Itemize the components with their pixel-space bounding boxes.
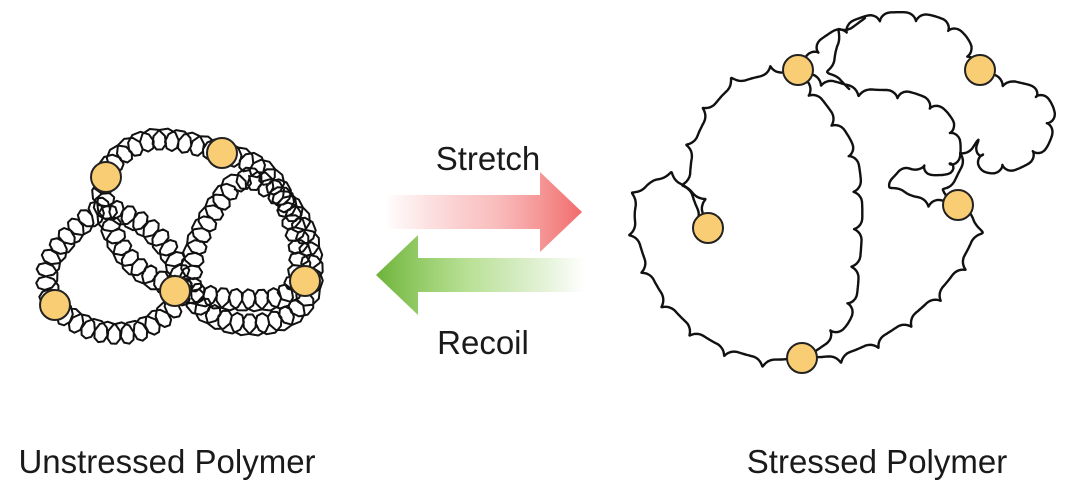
stressed-caption: Stressed Polymer: [747, 443, 1007, 480]
recoil-arrow: [376, 235, 585, 315]
unstressed-caption: Unstressed Polymer: [18, 443, 315, 480]
recoil-arrow-shape: [376, 235, 585, 315]
stretch-label: Stretch: [436, 140, 541, 177]
stressed-crosslink-node: [782, 54, 814, 86]
unstressed-crosslink-node: [289, 265, 321, 297]
unstressed-crosslink-node: [206, 137, 238, 169]
stressed-crosslinks: [692, 54, 996, 374]
unstressed-crosslink-node: [159, 275, 191, 307]
unstressed-coil-segment: [178, 166, 324, 337]
unstressed-polymer-chain: [35, 127, 324, 345]
stretch-arrow: [385, 172, 582, 252]
recoil-label: Recoil: [437, 324, 529, 361]
unstressed-crosslinks: [39, 137, 321, 321]
stressed-polymer: [628, 11, 1056, 374]
unstressed-crosslink-node: [90, 161, 122, 193]
unstressed-polymer: [35, 127, 324, 345]
stressed-chain-segment: [826, 16, 867, 91]
stressed-chain-segment: [796, 68, 864, 356]
stressed-chain-segment: [796, 68, 962, 208]
unstressed-coil-segment: [35, 196, 193, 345]
stressed-crosslink-node: [964, 54, 996, 86]
stressed-crosslink-node: [942, 189, 974, 221]
stressed-crosslink-node: [692, 212, 724, 244]
stressed-polymer-chain: [628, 11, 1056, 368]
stressed-chain-segment: [628, 65, 984, 368]
stressed-chain-segment: [796, 11, 981, 72]
stretch-arrow-shape: [385, 172, 582, 252]
stressed-crosslink-node: [786, 342, 818, 374]
unstressed-crosslink-node: [39, 289, 71, 321]
